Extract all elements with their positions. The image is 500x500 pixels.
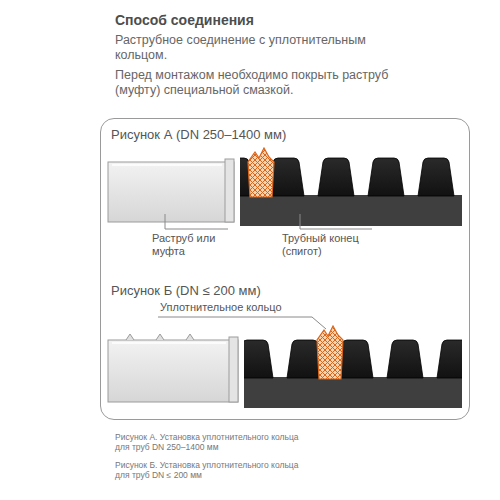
leader-line xyxy=(158,317,326,329)
leader-line xyxy=(165,214,228,229)
figure-caption: Рисунок Б. Установка уплотнительного кол… xyxy=(115,460,310,480)
pipe-corrugation xyxy=(368,158,404,196)
pipe-corrugation xyxy=(437,340,462,378)
pipe-corrugation xyxy=(244,340,273,378)
heading: Способ соединения xyxy=(115,12,415,29)
part-label: Раструб или муфта xyxy=(152,232,230,258)
intro-text: Раструбное соединение с уплотнительным к… xyxy=(115,33,395,63)
sleeve-highlight xyxy=(112,342,226,344)
sleeve-body xyxy=(108,162,234,222)
socket-sleeve xyxy=(108,159,234,222)
sealing-ring xyxy=(317,326,343,379)
sleeve-end xyxy=(229,337,238,402)
socket-sleeve xyxy=(108,334,238,402)
sleeve-body xyxy=(108,340,238,402)
pipe-corrugation xyxy=(387,340,423,378)
intro-text: Перед монтажом необходимо покрыть растру… xyxy=(115,68,395,98)
part-label: Уплотнительное кольцо xyxy=(160,301,330,314)
pipe-wall xyxy=(244,377,462,408)
pipe-corrugation xyxy=(318,158,354,196)
corrugated-pipe xyxy=(244,340,462,408)
figure-caption: Рисунок А. Установка уплотнительного кол… xyxy=(115,432,310,452)
sleeve-highlight xyxy=(112,164,222,166)
sleeve-rib xyxy=(186,334,194,340)
leader-line xyxy=(300,214,372,229)
sleeve-end xyxy=(225,159,234,222)
part-label: Трубный конец (спигот) xyxy=(282,232,380,258)
figure-heading: Рисунок Б (DN ≤ 200 мм) xyxy=(111,283,261,298)
sleeve-rib xyxy=(156,334,164,340)
figure-frame: Рисунок А (DN 250–1400 мм) Рисунок Б (DN … xyxy=(100,118,470,420)
pipe-corrugation xyxy=(418,158,454,196)
sleeve-rib xyxy=(126,334,134,340)
pipe-wall xyxy=(240,195,462,226)
sealing-ring xyxy=(248,148,274,197)
figure-heading: Рисунок А (DN 250–1400 мм) xyxy=(111,127,286,142)
